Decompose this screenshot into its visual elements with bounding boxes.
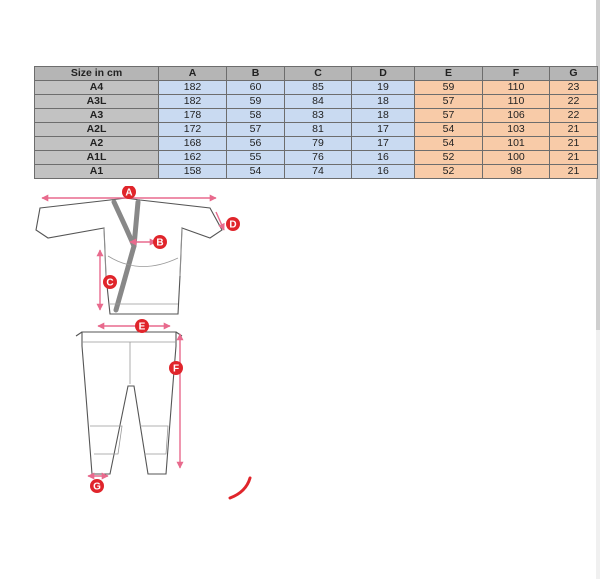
cell-d: 16 bbox=[351, 164, 415, 179]
cell-d: 19 bbox=[351, 80, 415, 95]
cell-a: 168 bbox=[158, 136, 227, 151]
cell-a: 182 bbox=[158, 94, 227, 109]
svg-text:D: D bbox=[229, 220, 236, 231]
cell-d: 16 bbox=[351, 150, 415, 165]
cell-d: 18 bbox=[351, 94, 415, 109]
header-size: Size in cm bbox=[34, 66, 159, 81]
diagram-svg: A B C D E F G bbox=[35, 186, 252, 500]
cell-d: 18 bbox=[351, 108, 415, 123]
size-chart-table: Size in cm A B C D E F G A4 182 60 85 19… bbox=[34, 66, 598, 179]
cell-a: 158 bbox=[158, 164, 227, 179]
header-b: B bbox=[226, 66, 285, 81]
cell-c: 74 bbox=[284, 164, 352, 179]
scrollbar[interactable] bbox=[596, 0, 600, 579]
cell-f: 110 bbox=[482, 94, 550, 109]
marker-b: B bbox=[153, 235, 167, 249]
table-row: A3L 182 59 84 18 57 110 22 bbox=[34, 94, 598, 109]
table-row: A2 168 56 79 17 54 101 21 bbox=[34, 136, 598, 151]
header-c: C bbox=[284, 66, 352, 81]
table-row: A1L 162 55 76 16 52 100 21 bbox=[34, 150, 598, 165]
cell-f: 98 bbox=[482, 164, 550, 179]
cell-c: 79 bbox=[284, 136, 352, 151]
size-label: A4 bbox=[34, 80, 159, 95]
cell-a: 182 bbox=[158, 80, 227, 95]
cell-g: 21 bbox=[549, 150, 598, 165]
header-d: D bbox=[351, 66, 415, 81]
cell-e: 52 bbox=[414, 164, 483, 179]
cell-e: 57 bbox=[414, 94, 483, 109]
cell-b: 55 bbox=[226, 150, 285, 165]
size-label: A1L bbox=[34, 150, 159, 165]
marker-g: G bbox=[90, 479, 104, 493]
size-label: A3 bbox=[34, 108, 159, 123]
svg-text:B: B bbox=[156, 238, 163, 249]
cell-c: 83 bbox=[284, 108, 352, 123]
cell-b: 54 bbox=[226, 164, 285, 179]
table-row: A1 158 54 74 16 52 98 21 bbox=[34, 164, 598, 179]
scrollbar-thumb[interactable] bbox=[596, 0, 600, 330]
table-row: A4 182 60 85 19 59 110 23 bbox=[34, 80, 598, 95]
cell-g: 23 bbox=[549, 80, 598, 95]
size-label: A2 bbox=[34, 136, 159, 151]
cell-a: 162 bbox=[158, 150, 227, 165]
table-header-row: Size in cm A B C D E F G bbox=[34, 66, 598, 81]
cell-g: 21 bbox=[549, 164, 598, 179]
cell-f: 101 bbox=[482, 136, 550, 151]
marker-f: F bbox=[169, 361, 183, 375]
size-label: A1 bbox=[34, 164, 159, 179]
svg-text:E: E bbox=[139, 322, 146, 333]
cell-e: 52 bbox=[414, 150, 483, 165]
svg-text:F: F bbox=[173, 364, 179, 375]
cell-g: 21 bbox=[549, 136, 598, 151]
cell-e: 54 bbox=[414, 122, 483, 137]
cell-e: 57 bbox=[414, 108, 483, 123]
cell-b: 57 bbox=[226, 122, 285, 137]
cell-b: 60 bbox=[226, 80, 285, 95]
header-f: F bbox=[482, 66, 550, 81]
cell-g: 21 bbox=[549, 122, 598, 137]
svg-text:C: C bbox=[106, 278, 113, 289]
pants-details bbox=[82, 341, 176, 455]
cell-b: 58 bbox=[226, 108, 285, 123]
cell-f: 110 bbox=[482, 80, 550, 95]
cell-d: 17 bbox=[351, 122, 415, 137]
table-row: A3 178 58 83 18 57 106 22 bbox=[34, 108, 598, 123]
cell-a: 178 bbox=[158, 108, 227, 123]
svg-text:A: A bbox=[125, 188, 132, 199]
cell-c: 76 bbox=[284, 150, 352, 165]
jacket-details bbox=[103, 227, 183, 305]
header-e: E bbox=[414, 66, 483, 81]
cell-e: 59 bbox=[414, 80, 483, 95]
marker-e: E bbox=[135, 319, 149, 333]
cell-b: 56 bbox=[226, 136, 285, 151]
header-a: A bbox=[158, 66, 227, 81]
red-swoosh-decoration bbox=[228, 476, 252, 500]
cell-c: 84 bbox=[284, 94, 352, 109]
cell-f: 103 bbox=[482, 122, 550, 137]
marker-d: D bbox=[226, 217, 240, 231]
cell-c: 85 bbox=[284, 80, 352, 95]
svg-text:G: G bbox=[93, 482, 101, 493]
cell-f: 100 bbox=[482, 150, 550, 165]
cell-d: 17 bbox=[351, 136, 415, 151]
gi-measurement-diagram: A B C D E F G bbox=[30, 186, 255, 506]
size-label: A2L bbox=[34, 122, 159, 137]
marker-a: A bbox=[122, 186, 136, 199]
cell-g: 22 bbox=[549, 108, 598, 123]
table-row: A2L 172 57 81 17 54 103 21 bbox=[34, 122, 598, 137]
cell-g: 22 bbox=[549, 94, 598, 109]
cell-f: 106 bbox=[482, 108, 550, 123]
header-g: G bbox=[549, 66, 598, 81]
cell-b: 59 bbox=[226, 94, 285, 109]
size-label: A3L bbox=[34, 94, 159, 109]
cell-a: 172 bbox=[158, 122, 227, 137]
cell-c: 81 bbox=[284, 122, 352, 137]
marker-c: C bbox=[103, 275, 117, 289]
cell-e: 54 bbox=[414, 136, 483, 151]
